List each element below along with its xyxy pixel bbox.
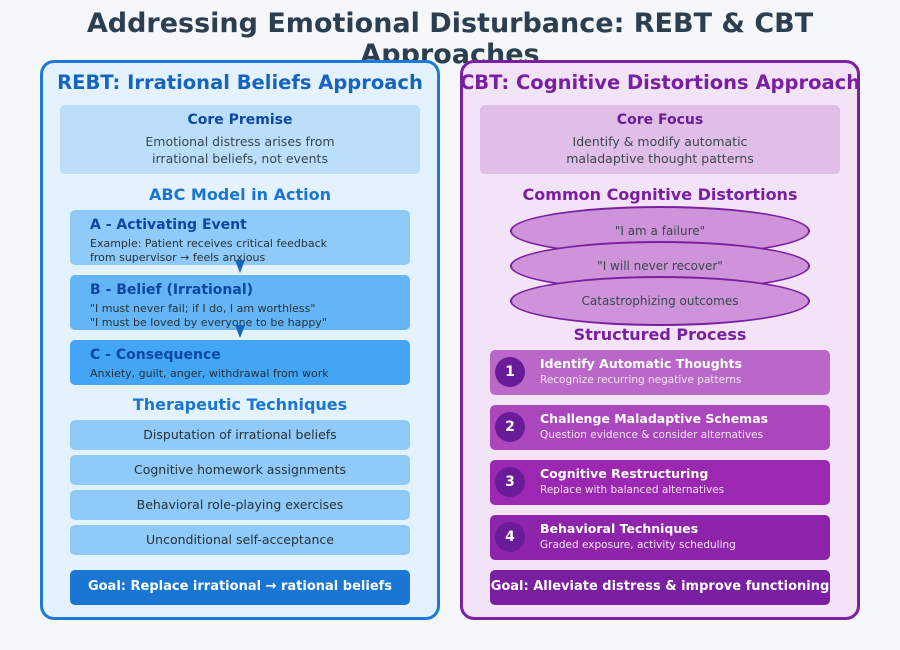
rebt-core-premise-line2: irrational beliefs, not events: [152, 151, 328, 166]
abc-consequence-box: C - Consequence Anxiety, guilt, anger, w…: [70, 340, 410, 385]
cbt-goal-banner: Goal: Alleviate distress & improve funct…: [490, 570, 830, 605]
abc-belief-text: "I must never fail; if I do, I am worthl…: [90, 302, 327, 330]
technique-item: Unconditional self-acceptance: [70, 525, 410, 555]
rebt-core-premise-box: Core Premise Emotional distress arises f…: [60, 105, 420, 174]
process-step: 3 Cognitive Restructuring Replace with b…: [490, 460, 830, 505]
abc-belief-line1: "I must never fail; if I do, I am worthl…: [90, 302, 316, 315]
step-description: Question evidence & consider alternative…: [540, 429, 764, 441]
abc-consequence-heading: C - Consequence: [90, 347, 221, 363]
step-description: Recognize recurring negative patterns: [540, 374, 742, 386]
cbt-core-focus-line2: maladaptive thought patterns: [566, 151, 754, 166]
rebt-goal-banner: Goal: Replace irrational → rational beli…: [70, 570, 410, 605]
technique-item: Disputation of irrational beliefs: [70, 420, 410, 450]
rebt-core-premise-line1: Emotional distress arises from: [145, 134, 335, 149]
step-description: Graded exposure, activity scheduling: [540, 539, 736, 551]
abc-belief-box: B - Belief (Irrational) "I must never fa…: [70, 275, 410, 330]
arrow-down-icon: [235, 260, 245, 273]
rebt-panel-title: REBT: Irrational Beliefs Approach: [57, 71, 423, 94]
process-step: 2 Challenge Maladaptive Schemas Question…: [490, 405, 830, 450]
cbt-core-focus-heading: Core Focus: [616, 112, 704, 128]
step-heading: Behavioral Techniques: [540, 521, 699, 536]
therapeutic-techniques-title: Therapeutic Techniques: [132, 395, 348, 414]
abc-belief-heading: B - Belief (Irrational): [90, 282, 254, 298]
structured-process-title: Structured Process: [573, 325, 747, 344]
abc-activating-event-text: Example: Patient receives critical feedb…: [90, 237, 327, 265]
abc-consequence-text: Anxiety, guilt, anger, withdrawal from w…: [90, 367, 329, 380]
technique-item: Behavioral role-playing exercises: [70, 490, 410, 520]
cbt-panel-title: CBT: Cognitive Distortions Approach: [460, 71, 861, 94]
process-step: 4 Behavioral Techniques Graded exposure,…: [490, 515, 830, 560]
distortion-ellipse: Catastrophizing outcomes: [510, 276, 810, 326]
process-step: 1 Identify Automatic Thoughts Recognize …: [490, 350, 830, 395]
step-description: Replace with balanced alternatives: [540, 484, 725, 496]
abc-belief-line2: "I must be loved by everyone to be happy…: [90, 316, 327, 329]
step-heading: Cognitive Restructuring: [540, 466, 709, 481]
cbt-core-focus-text: Identify & modify automatic maladaptive …: [480, 133, 840, 167]
step-number-badge: 2: [495, 412, 525, 442]
technique-item: Cognitive homework assignments: [70, 455, 410, 485]
cbt-core-focus-box: Core Focus Identify & modify automatic m…: [480, 105, 840, 174]
page-title: Addressing Emotional Disturbance: REBT &…: [86, 8, 814, 70]
step-number-badge: 3: [495, 467, 525, 497]
step-number-badge: 1: [495, 357, 525, 387]
step-heading: Identify Automatic Thoughts: [540, 356, 742, 371]
arrow-down-icon: [235, 325, 245, 338]
abc-model-title: ABC Model in Action: [149, 185, 331, 204]
cognitive-distortions-title: Common Cognitive Distortions: [522, 185, 798, 204]
abc-activating-event-line2: from supervisor → feels anxious: [90, 251, 266, 264]
rebt-core-premise-text: Emotional distress arises from irrationa…: [60, 133, 420, 167]
step-number-badge: 4: [495, 522, 525, 552]
abc-activating-event-line1: Example: Patient receives critical feedb…: [90, 237, 328, 250]
abc-activating-event-heading: A - Activating Event: [90, 217, 247, 233]
cbt-core-focus-line1: Identify & modify automatic: [572, 134, 748, 149]
rebt-core-premise-heading: Core Premise: [187, 112, 293, 128]
step-heading: Challenge Maladaptive Schemas: [540, 411, 769, 426]
abc-activating-event-box: A - Activating Event Example: Patient re…: [70, 210, 410, 265]
